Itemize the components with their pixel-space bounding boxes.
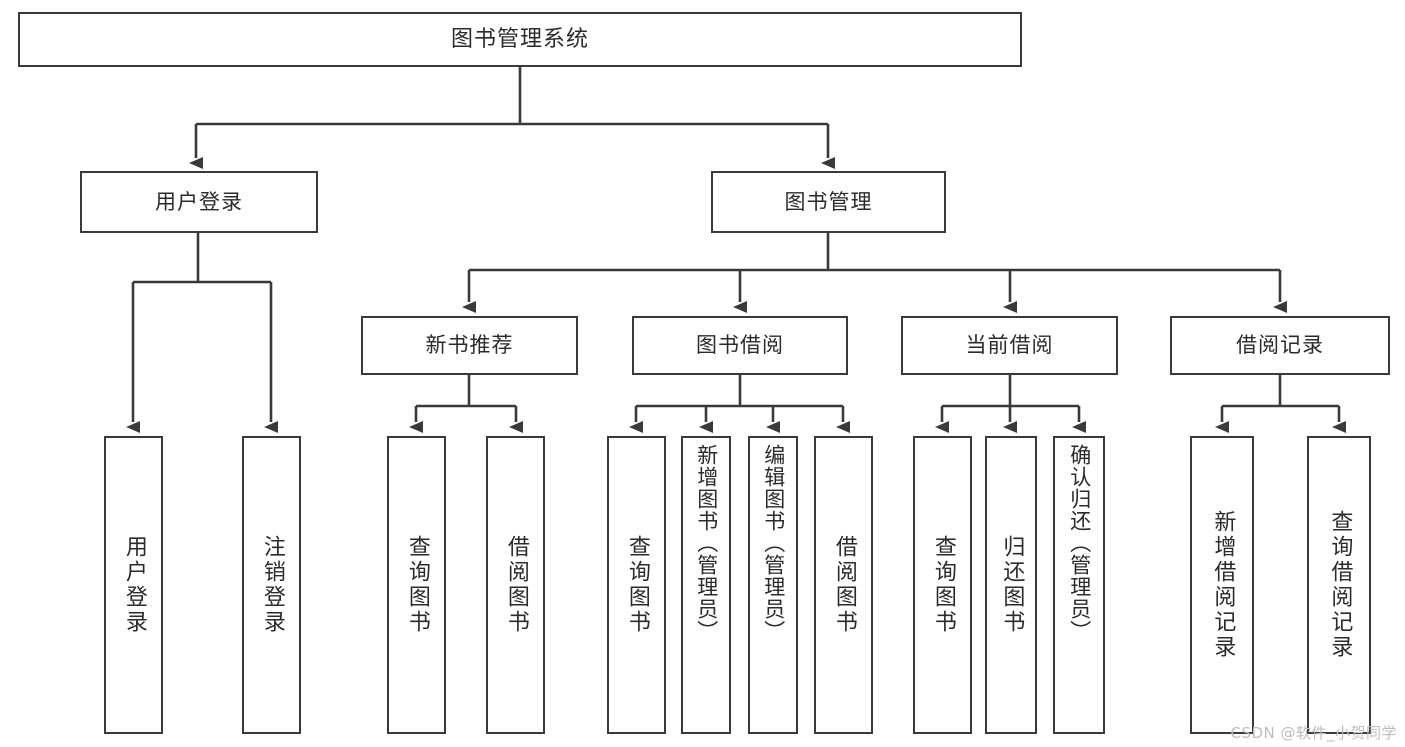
node-label: 借阅图书 bbox=[503, 535, 529, 635]
node-root-book-management-system[interactable]: 图书管理系统 bbox=[18, 12, 1022, 67]
leaf-new-book-borrow-book[interactable]: 借阅图书 bbox=[486, 436, 545, 734]
node-label: 编辑图书（管理员） bbox=[761, 444, 786, 642]
node-user-login[interactable]: 用户登录 bbox=[80, 171, 318, 233]
node-label: 借阅图书 bbox=[831, 535, 857, 635]
node-label: 借阅记录 bbox=[1236, 333, 1324, 358]
node-book-borrow[interactable]: 图书借阅 bbox=[632, 316, 848, 375]
node-label: 查询借阅记录 bbox=[1327, 510, 1353, 660]
node-label: 图书管理系统 bbox=[450, 26, 589, 52]
node-label: 查询图书 bbox=[624, 535, 650, 635]
leaf-borrow-record-query-record[interactable]: 查询借阅记录 bbox=[1307, 436, 1371, 734]
node-borrow-record[interactable]: 借阅记录 bbox=[1170, 316, 1390, 375]
leaf-user-login-login[interactable]: 用户登录 bbox=[104, 436, 163, 734]
node-label: 新增图书（管理员） bbox=[694, 444, 719, 642]
leaf-user-login-logout[interactable]: 注销登录 bbox=[242, 436, 301, 734]
leaf-current-borrow-confirm-return-admin[interactable]: 确认归还（管理员） bbox=[1053, 436, 1105, 734]
leaf-book-borrow-query-book[interactable]: 查询图书 bbox=[607, 436, 666, 734]
leaf-book-borrow-add-book-admin[interactable]: 新增图书（管理员） bbox=[681, 436, 731, 734]
leaf-new-book-query-book[interactable]: 查询图书 bbox=[387, 436, 446, 734]
node-label: 图书管理 bbox=[784, 189, 873, 214]
node-label: 图书借阅 bbox=[696, 333, 784, 358]
node-label: 查询图书 bbox=[404, 535, 430, 635]
leaf-book-borrow-borrow-book[interactable]: 借阅图书 bbox=[814, 436, 873, 734]
leaf-borrow-record-add-record[interactable]: 新增借阅记录 bbox=[1190, 436, 1254, 734]
node-book-management[interactable]: 图书管理 bbox=[711, 171, 946, 233]
node-current-borrow[interactable]: 当前借阅 bbox=[901, 316, 1118, 375]
node-label: 用户登录 bbox=[121, 535, 147, 635]
watermark: CSDN @软件_小贺同学 bbox=[1230, 724, 1397, 742]
node-label: 当前借阅 bbox=[965, 333, 1054, 358]
leaf-book-borrow-edit-book-admin[interactable]: 编辑图书（管理员） bbox=[748, 436, 798, 734]
node-label: 新增借阅记录 bbox=[1210, 510, 1236, 660]
leaf-current-borrow-query-book[interactable]: 查询图书 bbox=[913, 436, 972, 734]
node-label: 查询图书 bbox=[930, 535, 956, 635]
leaf-current-borrow-return-book[interactable]: 归还图书 bbox=[985, 436, 1037, 734]
node-label: 归还图书 bbox=[999, 535, 1025, 635]
node-label: 用户登录 bbox=[155, 189, 243, 214]
node-label: 新书推荐 bbox=[425, 333, 514, 358]
node-new-book-recommend[interactable]: 新书推荐 bbox=[361, 316, 578, 375]
node-label: 注销登录 bbox=[259, 535, 285, 635]
node-label: 确认归还（管理员） bbox=[1067, 444, 1092, 642]
